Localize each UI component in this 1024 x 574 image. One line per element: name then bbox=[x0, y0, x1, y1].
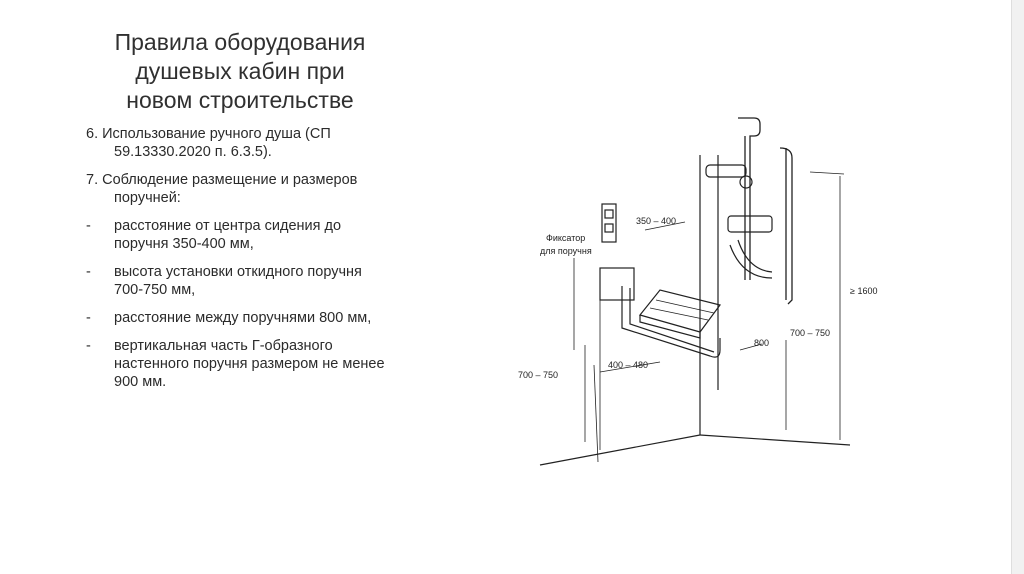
bullet-dash: - bbox=[86, 310, 91, 326]
slide-frame-edge bbox=[1011, 0, 1024, 574]
title-line-3: новом строительстве bbox=[126, 87, 354, 113]
dim-label-400-480: 400 – 480 bbox=[608, 360, 648, 370]
vertical-grab-bar bbox=[738, 117, 793, 305]
bullet-line: настенного поручня размером не менее bbox=[114, 356, 385, 372]
fold-up-seat bbox=[599, 267, 722, 358]
bullet-line: высота установки откидного поручня bbox=[114, 264, 362, 280]
item-6-line-2: 59.13330.2020 п. 6.3.5). bbox=[114, 144, 272, 160]
shower-cabin-drawing: Фиксатор для поручня 350 – 400 700 – 750… bbox=[518, 117, 877, 466]
fixator-label-line-1: Фиксатор bbox=[546, 233, 585, 243]
bullet-line: расстояние от центра сидения до bbox=[114, 218, 342, 234]
bullet-line: расстояние между поручнями 800 мм, bbox=[114, 310, 372, 326]
item-7: 7. Соблюдение размещение и размеров пору… bbox=[86, 171, 416, 207]
shower-head bbox=[705, 164, 773, 279]
bullet-item: - высота установки откидного поручня 700… bbox=[86, 263, 416, 299]
dim-label-1600: ≥ 1600 bbox=[850, 286, 877, 296]
fixator-label-line-2: для поручня bbox=[540, 246, 592, 256]
floor-right-line bbox=[699, 434, 851, 446]
bullet-item: - расстояние от центра сидения до поручн… bbox=[86, 217, 416, 253]
floor-left-line bbox=[539, 434, 701, 466]
item-7-line-1: 7. Соблюдение размещение и размеров bbox=[86, 172, 358, 188]
dim-label-700-750-right: 700 – 750 bbox=[790, 328, 830, 338]
bullet-line: поручня 350-400 мм, bbox=[114, 236, 254, 252]
bullet-line: 700-750 мм, bbox=[114, 282, 196, 298]
bullet-item: - расстояние между поручнями 800 мм, bbox=[86, 309, 416, 327]
fixator-panel bbox=[601, 203, 617, 243]
dim-label-350-400: 350 – 400 bbox=[636, 216, 676, 226]
bullet-dash: - bbox=[86, 264, 91, 280]
title-line-2: душевых кабин при bbox=[135, 58, 345, 84]
bullet-dash: - bbox=[86, 338, 91, 354]
item-7-line-2: поручней: bbox=[114, 190, 181, 206]
dim-label-700-750-left: 700 – 750 bbox=[518, 370, 558, 380]
walls-and-floor bbox=[539, 155, 851, 466]
dimension-lines bbox=[573, 171, 845, 463]
item-6: 6. Использование ручного душа (СП 59.133… bbox=[86, 125, 416, 161]
bullet-line: вертикальная часть Г-образного bbox=[114, 338, 333, 354]
item-6-line-1: 6. Использование ручного душа (СП bbox=[86, 126, 331, 142]
bullet-line: 900 мм. bbox=[114, 374, 167, 390]
dim-label-800: 800 bbox=[754, 338, 769, 348]
bullet-dash: - bbox=[86, 218, 91, 234]
slide-title: Правила оборудования душевых кабин при н… bbox=[80, 28, 400, 115]
bullet-item: - вертикальная часть Г-образного настенн… bbox=[86, 337, 416, 391]
title-line-1: Правила оборудования bbox=[114, 29, 366, 55]
slide-body: 6. Использование ручного душа (СП 59.133… bbox=[86, 125, 416, 401]
